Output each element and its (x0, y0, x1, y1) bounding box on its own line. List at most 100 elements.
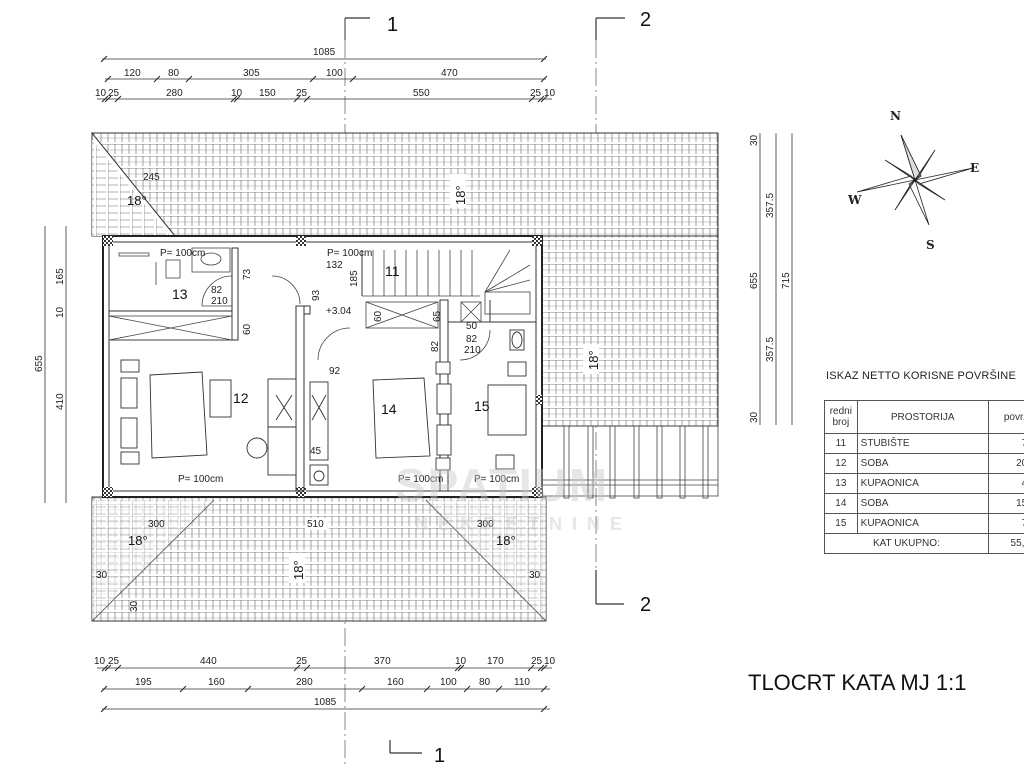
roof-dim: 30 (129, 600, 140, 612)
dim-overall-left: 655 (34, 355, 45, 372)
watermark-subtitle: NEKRETNINE (415, 514, 633, 534)
door-width: 82 (211, 285, 223, 296)
compass-west: W (847, 193, 862, 207)
section-2-label: 2 (640, 9, 651, 31)
row-name: SOBA (856, 493, 989, 514)
section-marker-2-top: 2 (595, 9, 651, 40)
dim-label: 10 (95, 88, 107, 99)
table-row: 11 STUBIŠTE 7,… (824, 433, 1024, 454)
row-num: 15 (824, 513, 858, 534)
dim-label: 80 (168, 68, 180, 79)
dimension-tick (100, 685, 108, 693)
compass-east: E (970, 161, 979, 175)
room-13-number: 13 (172, 286, 188, 302)
dim-label: 132 (326, 260, 343, 271)
dim-label: 370 (374, 656, 391, 667)
drawing-title: TLOCRT KATA MJ 1:1 (748, 670, 967, 695)
window-label: P= 100cm (327, 248, 372, 259)
compass-rose (856, 134, 974, 226)
dimension-tick (540, 75, 548, 83)
room-15-number: 15 (474, 398, 490, 414)
dimension-tick (463, 685, 471, 693)
roof-angle: 18° (453, 185, 468, 205)
dimension-tick (527, 664, 535, 672)
dim-label: 655 (749, 272, 760, 289)
dimension-tick (540, 705, 548, 713)
table-total-row: KAT UKUPNO: 55,9… (824, 533, 1024, 554)
table-row: 14 SOBA 15,… (824, 493, 1024, 514)
top-dimension-ticks (100, 55, 548, 103)
dimension-tick (104, 95, 112, 103)
dimension-tick (540, 664, 548, 672)
dimension-tick (293, 95, 301, 103)
section-marker-2-bottom: 2 (595, 570, 651, 616)
top-dim-row2: 120 80 305 100 470 (124, 68, 458, 79)
dim-label: 73 (242, 268, 253, 280)
dim-label: 10 (544, 656, 556, 667)
dim-label: 30 (749, 411, 760, 423)
header-area: povr. m² (987, 400, 1024, 434)
section-1-label-bottom: 1 (434, 745, 445, 767)
window-label: P= 100cm (398, 474, 443, 485)
dim-label: 25 (531, 656, 543, 667)
section-1-label: 1 (387, 14, 398, 36)
roof-dim: 30 (529, 570, 541, 581)
dimension-tick (114, 95, 122, 103)
bottom-dimension-ticks (100, 664, 548, 713)
row-num: 12 (824, 453, 858, 474)
room-12-number: 12 (233, 390, 249, 406)
dim-label: 25 (530, 88, 542, 99)
dimension-tick (293, 664, 301, 672)
room-11-number: 11 (385, 263, 400, 279)
table-row: 13 KUPAONICA 4,… (824, 473, 1024, 494)
dimension-tick (230, 95, 238, 103)
window-label: P= 100cm (474, 474, 519, 485)
dim-label: 30 (749, 134, 760, 146)
bathroom-15-fixtures (487, 329, 527, 470)
dim-overall-bottom: 1085 (314, 697, 337, 708)
compass-north: N (890, 109, 901, 123)
dim-label: 150 (259, 88, 276, 99)
table-header: redni broj PROSTORIJA povr. m² (824, 400, 1024, 434)
section-2-label-bottom: 2 (640, 594, 651, 616)
roof-angle: 18° (586, 350, 601, 370)
row-name: KUPAONICA (856, 513, 989, 534)
roof-angle: 18° (291, 560, 306, 580)
left-dimensions (44, 226, 67, 503)
section-marker-1-top: 1 (344, 14, 398, 40)
dim-label: 80 (479, 677, 491, 688)
dimension-tick (303, 95, 311, 103)
dimension-tick (495, 685, 503, 693)
row-name: SOBA (856, 453, 989, 474)
dim-label: 550 (413, 88, 430, 99)
room-14-number: 14 (381, 401, 397, 417)
header-num: redni broj (824, 400, 858, 434)
watermark-logo: SPATIUM (395, 459, 610, 511)
roof-dim: 30 (96, 570, 108, 581)
dim-label: 10 (544, 88, 556, 99)
dim-label: 100 (326, 68, 343, 79)
roof-dim: 245 (143, 172, 160, 183)
row-num: 14 (824, 493, 858, 514)
row-area: 4,… (987, 473, 1024, 494)
dim-label: 50 (466, 321, 478, 332)
dimension-tick (349, 75, 357, 83)
dimension-tick (100, 55, 108, 63)
dimension-tick (309, 75, 317, 83)
area-table-panel: ISKAZ NETTO KORISNE POVRŠINE redni broj … (824, 370, 1024, 554)
dim-label: 65 (432, 310, 443, 322)
dim-label: 25 (108, 88, 120, 99)
dim-label: 165 (55, 268, 66, 285)
dimension-tick (540, 95, 548, 103)
dimension-tick (101, 664, 109, 672)
dim-label: 195 (135, 677, 152, 688)
roof-slope-labels: 18° 18° 18° 18° 18° 18° 300 510 300 30 3… (96, 172, 601, 612)
bathroom-13-fixtures (118, 247, 233, 307)
top-dimensions (97, 58, 552, 100)
dim-label: 60 (242, 323, 253, 335)
dim-label: 60 (373, 310, 384, 322)
door-height: 210 (464, 345, 481, 356)
door-width: 82 (466, 334, 478, 345)
roof-angle: 18° (127, 193, 147, 208)
dim-label: 10 (455, 656, 467, 667)
